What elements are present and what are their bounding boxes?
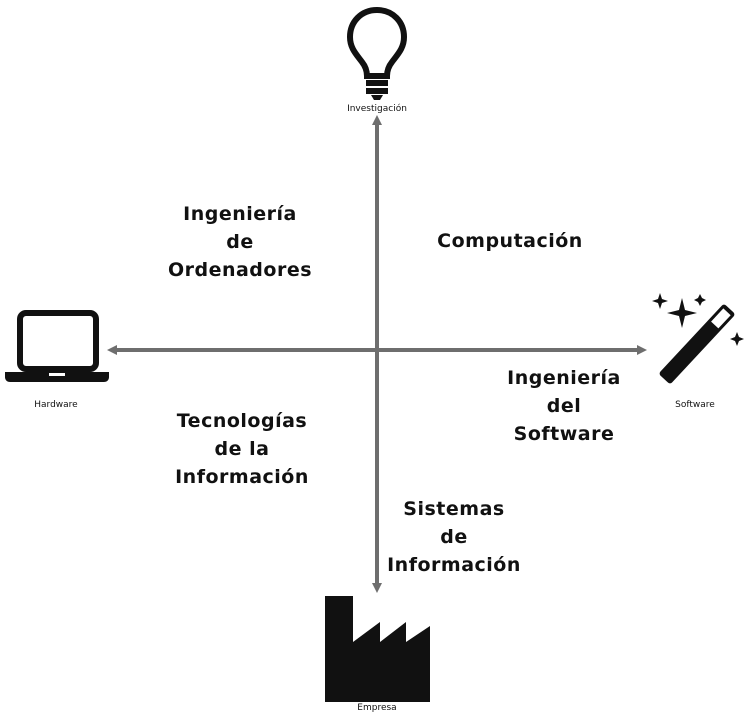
region-tecnologias-informacion: Tecnologías de la Información [152,407,332,491]
laptop-icon [5,310,109,382]
pole-label-left: Hardware [34,400,78,410]
region-ingenieria-software: Ingeniería del Software [474,364,654,448]
magic-wand-icon [652,293,744,384]
region-computacion: Computación [420,227,600,255]
region-line: Software [513,423,615,445]
region-ingenieria-ordenadores: Ingeniería de Ordenadores [150,200,330,284]
region-line: Ingeniería [507,367,621,389]
pole-label-right: Software [675,400,715,410]
region-line: Ordenadores [167,259,313,281]
region-line: del [546,395,582,417]
region-line: Información [387,554,521,576]
region-line: de [440,526,468,548]
region-line: Ingeniería [183,203,297,225]
region-line: de [226,231,254,253]
region-line: Información [175,466,309,488]
factory-icon [325,596,430,702]
pole-label-bottom: Empresa [357,703,397,713]
region-line: de la [214,438,270,460]
region-line: Tecnologías [176,410,308,432]
region-line: Computación [437,230,583,252]
region-line: Sistemas [403,498,505,520]
lightbulb-icon [346,6,408,100]
region-sistemas-informacion: Sistemas de Información [364,495,544,579]
pole-label-top: Investigación [347,104,407,114]
